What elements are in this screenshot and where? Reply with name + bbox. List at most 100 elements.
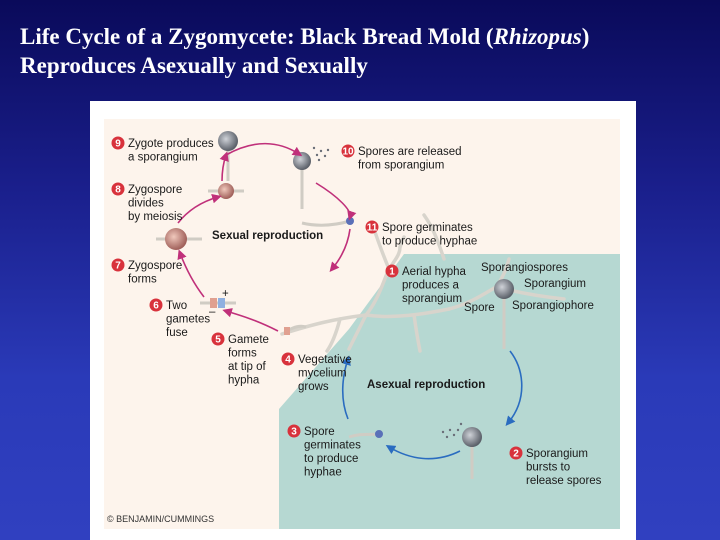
step-text-line: forms (128, 274, 157, 286)
step-badge (287, 424, 301, 438)
arrow-7-to-8 (177, 193, 222, 224)
step-text-line: Vegetative (298, 354, 352, 366)
sporangiophore-label: Sporangiophore (512, 300, 594, 312)
step-text-line: produces a (402, 280, 460, 292)
step-text-line: hypha (228, 375, 260, 387)
arrow-10-to-11 (315, 182, 357, 221)
step-number: 11 (367, 223, 378, 234)
gametes-fusing: + – (200, 288, 236, 318)
germinating-spore-asexual (348, 430, 383, 439)
step-number: 4 (285, 355, 291, 366)
step-badge (341, 144, 355, 158)
step-text-line: Spores are released (358, 146, 462, 158)
step-number: 3 (291, 427, 297, 438)
title-italic-genus: Rhizopus (493, 24, 582, 49)
arrow-6-to-7 (177, 249, 205, 298)
step-text-line: mycelium (298, 368, 347, 380)
step-text-line: to produce (304, 453, 358, 465)
step-badge (509, 446, 523, 460)
step-number: 10 (342, 147, 354, 158)
gamete-forming-tip (284, 324, 307, 335)
step-text-line: a sporangium (128, 152, 198, 164)
step-text-line: fuse (166, 327, 188, 339)
arrow-3-to-4 (341, 355, 351, 420)
sporangium-bursting (462, 427, 482, 447)
step-text-line: germinates (304, 440, 361, 452)
step-badge (385, 264, 399, 278)
minus-mating-type: – (209, 306, 216, 318)
step-text-line: at tip of (228, 361, 267, 373)
step-text-line: Zygospore (128, 260, 182, 272)
asexual-background (279, 254, 620, 529)
slide-title: Life Cycle of a Zygomycete: Black Bread … (20, 22, 720, 80)
step-text-line: Gamete (228, 334, 269, 346)
step-badge (111, 258, 125, 272)
step-text-line: Spore (304, 426, 335, 438)
sporangiospores-label: Sporangiospores (481, 262, 568, 274)
step-text-line: release spores (526, 475, 602, 487)
spore-label: Spore (464, 302, 495, 314)
step-badge (211, 332, 225, 346)
title-line-2: Reproduces Asexually and Sexually (20, 53, 368, 78)
step-10: 10 Spores are released from sporangium (341, 144, 462, 172)
title-line-1: Life Cycle of a Zygomycete: Black Bread … (20, 22, 720, 51)
step-text-line: forms (228, 348, 257, 360)
step-number: 8 (115, 185, 121, 196)
step-number: 7 (115, 261, 121, 272)
step-badge (111, 182, 125, 196)
step-badge (149, 298, 163, 312)
step-badge (365, 220, 379, 234)
zygospore-dividing (208, 183, 244, 199)
sporangium-asexual (494, 279, 514, 299)
life-cycle-diagram: + – Sexual reproduction Asexual reproduc… (104, 119, 620, 529)
step-text-line: bursts to (526, 462, 570, 474)
step-text-line: divides (128, 198, 164, 210)
arrow-1-to-2 (505, 350, 523, 426)
step-badge (111, 136, 125, 150)
step-text-line: Zygote produces (128, 138, 214, 150)
step-text-line: gametes (166, 314, 210, 326)
copyright-notice: © BENJAMIN/CUMMINGS (107, 514, 215, 524)
title-text-a: Life Cycle of a Zygomycete: Black Bread … (20, 24, 494, 49)
step-text-line: grows (298, 381, 329, 393)
released-spores (312, 146, 463, 439)
step-badge (281, 352, 295, 366)
step-text-line: by meiosis (128, 211, 183, 223)
step-text-line: Zygospore (128, 184, 182, 196)
arrow-5-to-6 (222, 308, 279, 332)
step-number: 2 (513, 449, 519, 460)
step-9: 9 Zygote produces a sporangium (111, 136, 214, 164)
step-number: 6 (153, 301, 159, 312)
sporangium-zygote (218, 131, 238, 151)
zygospore-forming (156, 228, 202, 250)
arrow-2-to-3 (385, 445, 461, 460)
step-number: 1 (389, 267, 395, 278)
title-text-b: ) (581, 24, 590, 49)
step-text-line: Spore germinates (382, 222, 473, 234)
step-text-line: hyphae (304, 467, 342, 479)
step-text-line: Aerial hypha (402, 266, 467, 278)
step-text-line: to produce hyphae (382, 236, 477, 248)
sporangium-release (293, 152, 311, 170)
step-11: 11 Spore germinates to produce hyphae (365, 220, 477, 248)
step-text-line: Sporangium (526, 448, 588, 460)
step-7: 7 Zygospore forms (111, 258, 182, 286)
hyphae-network (280, 213, 566, 353)
arrow-11-to-1 (329, 228, 351, 272)
step-text-line: from sporangium (358, 160, 444, 172)
step-number: 9 (115, 139, 121, 150)
sexual-reproduction-label: Sexual reproduction (212, 230, 323, 242)
plus-mating-type: + (222, 288, 229, 300)
step-number: 5 (215, 335, 221, 346)
asexual-reproduction-label: Asexual reproduction (367, 379, 485, 391)
sporangium-label: Sporangium (524, 278, 586, 290)
step-text-line: Two (166, 300, 187, 312)
arrow-8-to-9 (219, 151, 229, 182)
